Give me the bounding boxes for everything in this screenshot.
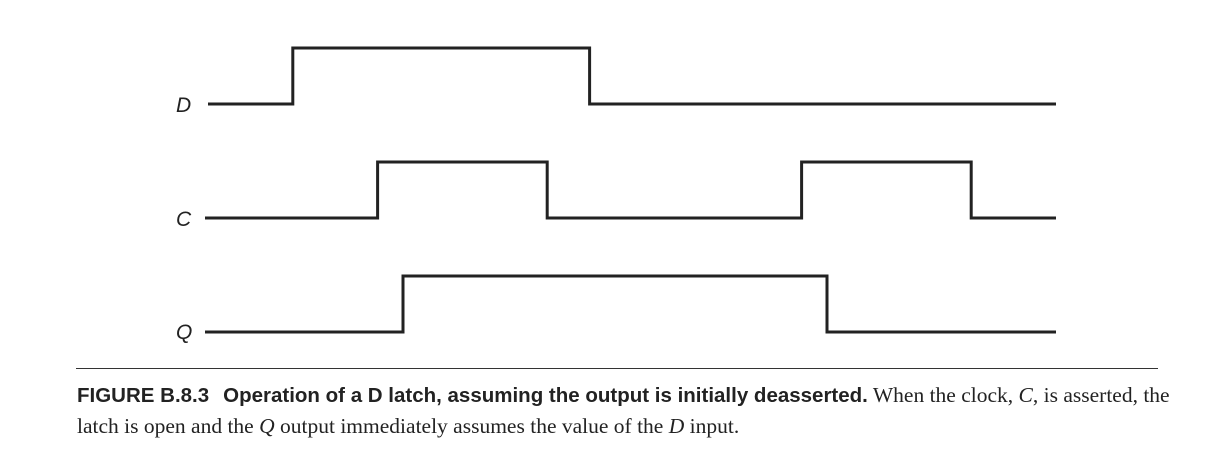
figure-number: FIGURE B.8.3 <box>77 384 210 407</box>
caption-var-c: C <box>1018 383 1033 407</box>
signal-q-waveform <box>205 274 1056 334</box>
signal-c-label: C <box>176 208 192 231</box>
figure-caption: FIGURE B.8.3 Operation of a D latch, assu… <box>77 380 1177 441</box>
caption-var-d: D <box>668 414 685 438</box>
caption-text-4: input. <box>684 414 740 438</box>
signal-c-row: C <box>176 160 1056 231</box>
caption-text-2: , is asserted, the latch is open and the <box>77 383 1170 438</box>
caption-divider <box>76 368 1158 369</box>
caption-text-3: output immediately assumes the value of … <box>274 414 669 438</box>
figure-heading: FIGURE B.8.3 Operation of a D latch, assu… <box>77 384 868 407</box>
signal-d-waveform <box>208 46 1056 106</box>
signal-c-waveform <box>205 160 1056 220</box>
signal-q-row: Q <box>176 274 1056 344</box>
caption-text-1: When the clock, <box>867 383 1019 407</box>
caption-var-q: Q <box>259 414 275 438</box>
figure-title: Operation of a D latch, assuming the out… <box>223 384 868 407</box>
timing-diagram: D C Q <box>176 46 1056 344</box>
signal-q-label: Q <box>176 321 192 344</box>
signal-d-row: D <box>176 46 1056 117</box>
signal-d-label: D <box>176 94 191 117</box>
